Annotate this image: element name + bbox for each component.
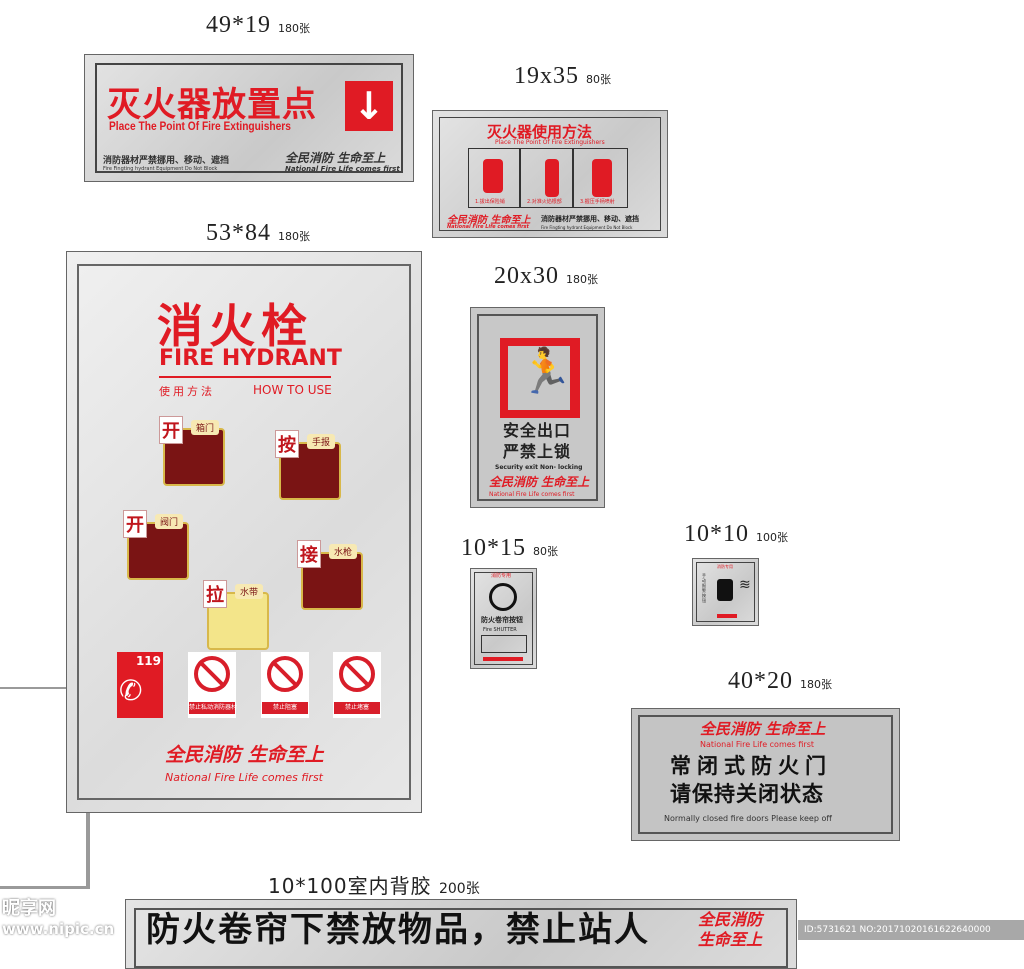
size-label: 10*100室内背胶 200张 bbox=[268, 874, 480, 898]
sign-title: 消火栓 bbox=[157, 299, 313, 353]
connector-line bbox=[0, 687, 68, 689]
note-en: Fire Fingting hydrant Equipment Do Not B… bbox=[541, 225, 633, 230]
step-connect-nozzle: 接水枪 bbox=[297, 540, 363, 610]
sign-title-en: FIRE HYDRANT bbox=[159, 346, 342, 371]
slogan-cn: 全民消防 生命至上 bbox=[447, 215, 531, 226]
size-label: 19x35 80张 bbox=[514, 63, 611, 89]
alarm-waves-icon: ≋ bbox=[739, 577, 751, 593]
sign-subtitle: Place The Point Of Fire Extinguishers bbox=[495, 139, 605, 146]
sign-header: 消防专用 bbox=[491, 573, 512, 579]
sign-title: 灭火器使用方法 bbox=[487, 123, 593, 141]
size-label: 10*10 100张 bbox=[684, 521, 788, 547]
exit-line2: 严禁上锁 bbox=[503, 442, 572, 461]
step-panel: 3.握压手柄喷射 bbox=[573, 148, 628, 208]
size-label: 20x30 180张 bbox=[494, 263, 598, 289]
sign-subtitle: Place The Point Of Fire Extinguishers bbox=[109, 119, 291, 133]
note-en: Fire Fingting hydrant Equipment Do Not B… bbox=[103, 166, 218, 172]
sign-title: 灭火器放置点 bbox=[107, 85, 317, 125]
sign-label-en: Fire SHUTTER bbox=[483, 627, 517, 633]
slogan-en: National Fire Life comes first bbox=[447, 224, 529, 230]
fire-door-sign: 全民消防 生命至上 National Fire Life comes first… bbox=[631, 708, 900, 841]
size-label: 40*20 180张 bbox=[728, 668, 832, 694]
arrow-down-icon: ↓ bbox=[345, 81, 393, 131]
fire-hydrant-sign: 消火栓 FIRE HYDRANT 使用方法 HOW TO USE 开箱门 按手报… bbox=[66, 251, 422, 813]
slogan-cn: 全民消防 生命至上 bbox=[489, 475, 590, 489]
no-tampering-sign: 禁止私动消防器材 bbox=[188, 652, 237, 718]
slogan-cn: 全民消防 bbox=[698, 910, 763, 929]
extinguisher-icon bbox=[592, 159, 612, 197]
phone-119-icon: 119✆ bbox=[117, 652, 163, 718]
manual-alarm-button-sign: 消防专用 手动报警按钮 ≋ bbox=[692, 558, 759, 626]
note-cn: 消防器材严禁挪用、移动、遮挡 bbox=[103, 156, 230, 166]
safety-exit-sign: 🏃 安全出口 严禁上锁 Security exit Non- locking 全… bbox=[470, 307, 605, 508]
no-obstruction-sign: 禁止堵塞 bbox=[333, 652, 381, 718]
howto-en: HOW TO USE bbox=[253, 383, 332, 397]
extinguisher-location-sign: 灭火器放置点 Place The Point Of Fire Extinguis… bbox=[84, 54, 414, 182]
running-man-exit-icon: 🏃 bbox=[500, 338, 580, 418]
slogan-cn: 全民消防 生命至上 bbox=[165, 744, 324, 766]
slogan-en: National Fire Life comes first bbox=[489, 491, 575, 498]
howto-cn: 使用方法 bbox=[159, 385, 215, 398]
hand-press-icon bbox=[717, 579, 733, 601]
fire-shutter-banner-sign: 防火卷帘下禁放物品，禁止站人 全民消防 生命至上 bbox=[125, 899, 797, 969]
extinguisher-icon bbox=[483, 159, 503, 193]
watermark-id: ID:5731621 NO:20171020161622640000 bbox=[798, 920, 1024, 940]
banner-text: 防火卷帘下禁放物品，禁止站人 bbox=[146, 910, 650, 950]
step-panel: 1.拔出保险销 bbox=[468, 148, 520, 208]
size-label: 53*84 180张 bbox=[206, 220, 310, 246]
door-line1: 常闭式防火门 bbox=[670, 754, 832, 778]
sign-label: 防火卷帘按钮 bbox=[481, 616, 523, 624]
door-line2: 请保持关闭状态 bbox=[670, 782, 824, 806]
sign-header: 消防专用 bbox=[717, 564, 733, 569]
sign-label: 手动报警按钮 bbox=[702, 573, 706, 603]
round-button-icon bbox=[489, 583, 517, 611]
slogan-en: National Fire Life comes first bbox=[165, 771, 323, 784]
exit-line1: 安全出口 bbox=[503, 421, 572, 440]
step-open-valve: 开阀门 bbox=[123, 510, 189, 580]
connector-line bbox=[0, 886, 90, 889]
fire-shutter-button-sign: 消防专用 防火卷帘按钮 Fire SHUTTER bbox=[470, 568, 537, 669]
slogan-cn: 全民消防 生命至上 bbox=[285, 151, 386, 165]
extinguisher-icon bbox=[545, 159, 559, 197]
extinguisher-usage-sign: 灭火器使用方法 Place The Point Of Fire Extingui… bbox=[432, 110, 668, 238]
step-panel: 2.对准火焰根部 bbox=[520, 148, 573, 208]
step-open-door: 开箱门 bbox=[159, 416, 225, 486]
exit-en: Security exit Non- locking bbox=[495, 464, 583, 471]
step-press-alarm: 按手报 bbox=[275, 430, 341, 500]
slogan-en: National Fire Life comes first bbox=[700, 740, 815, 749]
connector-line bbox=[86, 813, 90, 889]
watermark-logo: 昵享网 www.nipic.cn bbox=[2, 898, 115, 938]
note-cn: 消防器材严禁挪用、移动、遮挡 bbox=[541, 215, 639, 223]
slogan-cn: 全民消防 生命至上 bbox=[700, 720, 826, 738]
slogan-cn: 生命至上 bbox=[698, 930, 763, 949]
door-en: Normally closed fire doors Please keep o… bbox=[664, 814, 832, 823]
size-label: 49*19 180张 bbox=[206, 12, 310, 38]
size-label: 10*15 80张 bbox=[461, 535, 558, 561]
step-pull-hose: 拉水带 bbox=[203, 580, 269, 650]
no-blocking-sign: 禁止阻塞 bbox=[261, 652, 309, 718]
slogan-en: National Fire Life comes first bbox=[285, 165, 400, 173]
